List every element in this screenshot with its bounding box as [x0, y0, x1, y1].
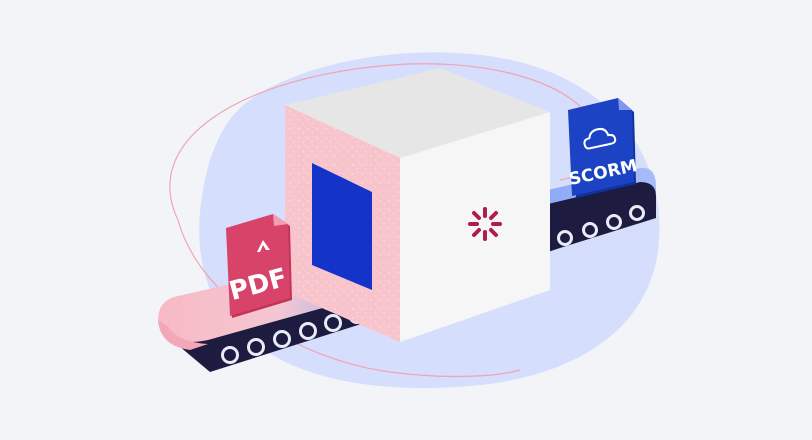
converter-machine — [285, 68, 550, 342]
right-belt-rollers — [557, 205, 645, 246]
scorm-document: SCORM — [567, 98, 639, 198]
acrobat-icon — [257, 240, 270, 252]
spark-logo-icon — [468, 207, 502, 241]
pdf-document: PDF — [226, 214, 292, 318]
machine-top — [285, 68, 550, 158]
machine-door — [312, 163, 372, 290]
cloud-icon — [583, 127, 617, 150]
